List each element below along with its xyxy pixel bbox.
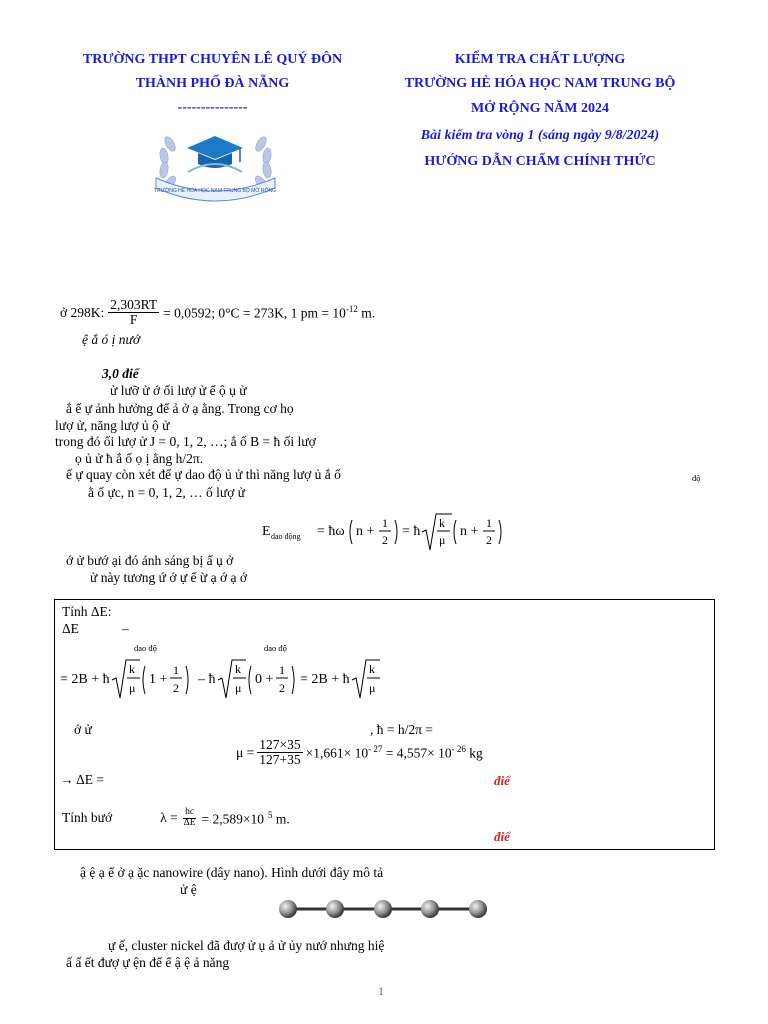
score-2: điể — [494, 829, 510, 844]
svg-text:n +: n + — [460, 524, 479, 539]
svg-text:= ħ: = ħ — [402, 524, 420, 539]
svg-text:n +: n + — [356, 524, 375, 539]
bottom-line2: ử ệ — [180, 882, 197, 897]
svg-text:1 +: 1 + — [149, 672, 168, 687]
problem-line2: ắ ế ự ảnh hưởng để ả ở ạ ằng. Trong cơ h… — [66, 401, 294, 416]
problem-line7: ằ ố ực, n = 0, 1, 2, … ố lượ ử — [88, 485, 246, 500]
constants-prefix: ở 298K: — [60, 304, 105, 320]
svg-text:2: 2 — [173, 681, 179, 695]
exam-title-line1: KIỂM TRA CHẤT LƯỢNG — [454, 52, 626, 67]
bottom-line3: ự ế, cluster nickel đã đượ ử ụ ả ử ủy nư… — [108, 938, 385, 953]
nickel-atom — [469, 900, 487, 918]
svg-text:k: k — [235, 662, 241, 676]
bottom-line1: ậ ệ ạ ể ở ạ ặc nanowire (dây nano). Hình… — [80, 865, 384, 880]
exam-title-line3: MỞ RỘNG NĂM 2024 — [470, 101, 610, 116]
exam-title-line2: TRƯỜNG HÈ HÓA HỌC NAM TRUNG BỘ — [404, 76, 676, 91]
lambda-unit: m. — [272, 811, 290, 827]
constants-line: ở 298K: 2,303RT F = 0,0592; 0°C = 273K, … — [60, 297, 376, 328]
reduced-mass-calc: μ = 127×35 127+35 ×1,661× 10- 27 = 4,557… — [236, 737, 483, 768]
mu-denominator: 127+35 — [259, 752, 301, 768]
answer-dash: – — [122, 621, 129, 636]
school-name-line2: THÀNH PHỐ ĐÀ NẴNG — [135, 76, 290, 91]
svg-text:μ: μ — [129, 681, 135, 695]
problem-line6: ế ự quay còn xét để ự dao độ ủ ử thì năn… — [66, 467, 341, 482]
svg-text:= 2B + ħ: = 2B + ħ — [300, 672, 350, 687]
svg-text:2: 2 — [486, 533, 492, 547]
school-name-line1: TRƯỜNG THPT CHUYÊN LÊ QUÝ ĐÔN — [82, 52, 343, 67]
constants-exponent: -12 — [345, 303, 358, 314]
problem-line4: trong đó ối lượ ử J = 0, 1, 2, …; ắ ố B … — [55, 434, 316, 449]
problem-line6-small: độ — [692, 473, 701, 483]
school-dashes: --------------- — [177, 100, 248, 115]
answer-delta-e: ΔE — [62, 621, 79, 636]
answer-box — [54, 599, 715, 850]
score-1: điể — [494, 773, 510, 788]
svg-text:2: 2 — [382, 533, 388, 547]
nickel-atom — [326, 900, 344, 918]
svg-text:1: 1 — [279, 663, 285, 677]
svg-text:1: 1 — [173, 663, 179, 677]
delta-e-derivation: = 2B + ħ k μ 1 + 1 2 – ħ k μ 0 + 1 2 = 2… — [60, 654, 390, 707]
svg-text:0 +: 0 + — [255, 672, 274, 687]
nickel-atom — [279, 900, 297, 918]
constants-unit: m. — [357, 305, 376, 321]
exam-guide-title: HƯỚNG DẪN CHẤM CHÍNH THỨC — [424, 154, 656, 169]
rt-over-f-fraction: 2,303RT F — [108, 297, 160, 328]
constants-line2: ệ ắ ó ị nướ — [82, 332, 141, 347]
svg-text:2: 2 — [279, 681, 285, 695]
problem-line1: ử lưỡ ử ớ ối lượ ử ể ộ ụ ử — [110, 383, 247, 398]
nickel-atom — [421, 900, 439, 918]
svg-text:k: k — [439, 516, 445, 530]
svg-text:k: k — [129, 662, 135, 676]
formula-subscript: dao động — [271, 532, 301, 541]
mu-result: = 4,557× 10 — [382, 745, 452, 761]
frac-denominator: F — [129, 312, 138, 328]
lambda-denominator: ΔE — [183, 817, 196, 828]
delta-e-result: → ΔE = — [60, 772, 105, 787]
svg-text:= ħω: = ħω — [317, 524, 345, 539]
problem-line5: ọ ủ ử ħ ắ ố ọ ị ằng h/2π. — [75, 451, 204, 466]
mu-exp1: - 27 — [368, 743, 383, 754]
constants-values: = 0,0592; 0°C = 273K, 1 pm = 10 — [163, 305, 346, 321]
bottom-line4: ấ ấ ết đượ ự ện để ể ậ ệ ả năng — [66, 955, 230, 970]
problem-line9: ử này tương ứ ớ ự ể ừ ạ ớ ạ ớ — [90, 570, 247, 585]
svg-text:1: 1 — [382, 516, 388, 530]
frac-numerator: 2,303RT — [108, 297, 160, 314]
problem-line3: lượ ử, năng lượ ủ ộ ử — [55, 418, 170, 433]
answer-title: Tính ΔE: — [62, 604, 112, 619]
lambda-exp: 5 — [268, 809, 273, 820]
logo-ribbon-text: TRƯỜNG HÈ HÓA HỌC NAM TRUNG BỘ MỞ RỘNG — [154, 187, 276, 194]
mu-fraction: 127×35 127+35 — [257, 737, 303, 768]
mu-factor: ×1,661× 10 — [305, 745, 369, 761]
lambda-value: = 2,589×10 — [201, 811, 265, 827]
wavelength-label: Tính bướ — [62, 810, 113, 826]
problem-line8: ớ ử bướ ại đó ánh sáng bị ấ ụ ở — [66, 553, 234, 568]
answer-dao-do-1: dao độ — [134, 643, 157, 653]
page-number: 1 — [378, 984, 384, 998]
school-logo: TRƯỜNG HÈ HÓA HỌC NAM TRUNG BỘ MỞ RỘNG — [148, 126, 283, 206]
svg-text:μ: μ — [235, 681, 241, 695]
hbar-definition: , ħ = h/2π = — [370, 722, 433, 737]
mu-exp2: - 26 — [451, 743, 466, 754]
vibration-energy-formula: E dao động = ħω n + 1 2 = ħ k μ n + 1 2 — [262, 510, 507, 551]
answer-dao-do-2: dao độ — [264, 643, 287, 653]
formula-lhs: E — [262, 524, 271, 539]
lambda-fraction: hc ΔE — [182, 807, 198, 829]
mu-numerator: 127×35 — [257, 737, 303, 754]
mu-unit: kg — [465, 745, 483, 761]
nickel-nanowire-chain — [276, 896, 491, 927]
svg-text:1: 1 — [486, 516, 492, 530]
logo-graphic: TRƯỜNG HÈ HÓA HỌC NAM TRUNG BỘ MỞ RỘNG — [154, 136, 276, 202]
svg-text:= 2B + ħ: = 2B + ħ — [60, 672, 110, 687]
svg-text:– ħ: – ħ — [197, 672, 216, 687]
svg-text:μ: μ — [369, 681, 375, 695]
svg-text:k: k — [369, 662, 375, 676]
exam-round: Bài kiểm tra vòng 1 (sáng ngày 9/8/2024) — [420, 128, 660, 143]
svg-text:μ: μ — [439, 533, 445, 547]
nickel-atom — [374, 900, 392, 918]
mu-intro: ớ ử — [74, 722, 92, 737]
problem-points: 3,0 điể — [102, 366, 139, 381]
lambda-numerator: hc — [183, 807, 197, 819]
